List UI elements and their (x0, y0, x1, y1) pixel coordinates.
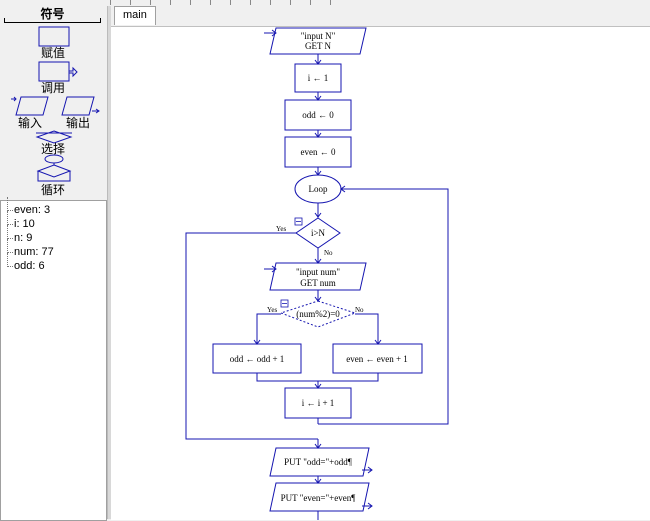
assign-even-text: even ← 0 (301, 147, 336, 157)
flowchart-canvas[interactable]: "input N" GET N i ← 1 odd ← 0 even ← 0 L… (111, 26, 650, 520)
even-increment-text: even ← even + 1 (346, 354, 408, 364)
loop-ellipse-icon[interactable] (35, 154, 73, 184)
variable-item: num: 77 (7, 239, 54, 259)
output-parallelogram-icon[interactable] (61, 95, 101, 117)
put-even-shape[interactable] (269, 482, 370, 512)
flowchart: "input N" GET N i ← 1 odd ← 0 even ← 0 L… (185, 27, 449, 520)
palette-label-output: 输出 (66, 116, 91, 130)
branch-yes-label: Yes (267, 306, 277, 314)
input-num-line2: GET num (300, 278, 336, 288)
symbol-panel-title: 符号 (4, 8, 101, 23)
panel-splitter[interactable] (107, 6, 112, 519)
input-n-line1: "input N" (301, 31, 336, 41)
variable-item: even: 3 (7, 197, 50, 217)
palette-label-call: 调用 (41, 81, 66, 95)
loop-condition-text: i>N (311, 228, 326, 238)
palette-label-input: 输入 (18, 116, 43, 130)
variable-item: odd: 6 (7, 253, 45, 273)
palette-label-loop: 循环 (41, 183, 66, 197)
odd-increment-text: odd ← odd + 1 (230, 354, 285, 364)
tab-bar: main (111, 6, 650, 26)
branch-no-label: No (355, 306, 364, 314)
put-even-text: PUT "even="+even¶ (281, 493, 356, 503)
process-rect-icon[interactable] (38, 26, 70, 48)
tab-main[interactable]: main (114, 6, 156, 25)
assign-i-text: i ← 1 (308, 73, 329, 83)
variable-item: i: 10 (7, 211, 35, 231)
branch-condition-shape[interactable] (279, 300, 357, 328)
i-increment-text: i ← i + 1 (302, 398, 335, 408)
branch-condition-text: (num%2)=0 (296, 309, 340, 319)
palette-label-assign: 赋值 (41, 46, 66, 60)
loop-yes-label: Yes (276, 225, 286, 233)
input-num-line1: "input num" (296, 267, 340, 277)
assign-odd-text: odd ← 0 (302, 110, 334, 120)
call-rect-icon[interactable] (38, 61, 78, 83)
input-n-shape[interactable] (269, 27, 367, 55)
symbol-panel: 符号 赋值 调用 输入 输出 选择 循环 even: 3 i: 10 (0, 6, 107, 521)
put-odd-text: PUT "odd="+odd¶ (284, 457, 352, 467)
loop-text: Loop (309, 184, 328, 194)
put-odd-shape[interactable] (269, 447, 370, 477)
input-parallelogram-icon[interactable] (10, 95, 50, 117)
variable-watch-list: even: 3 i: 10 n: 9 num: 77 odd: 6 (0, 197, 107, 521)
input-n-line2: GET N (305, 41, 332, 51)
loop-no-label: No (324, 249, 333, 257)
variable-item: n: 9 (7, 225, 32, 245)
decision-diamond-icon[interactable] (35, 130, 73, 144)
palette-label-select: 选择 (41, 142, 66, 156)
input-num-shape[interactable] (269, 262, 367, 291)
